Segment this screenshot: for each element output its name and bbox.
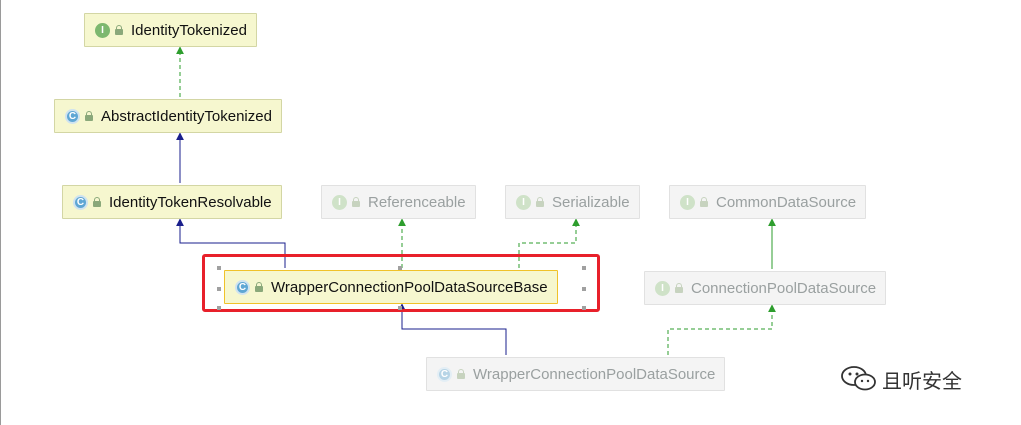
node-wrapper-connection-pool-data-source-base[interactable]: C WrapperConnectionPoolDataSourceBase	[224, 270, 558, 304]
lock-icon	[457, 369, 466, 379]
class-icon: C	[65, 108, 80, 124]
edge-wrapper-to-cpds	[667, 304, 776, 355]
node-label: CommonDataSource	[716, 193, 857, 211]
node-label: Serializable	[552, 193, 630, 211]
node-label: Referenceable	[368, 193, 466, 211]
resize-handle[interactable]	[217, 287, 221, 291]
node-label: ConnectionPoolDataSource	[691, 279, 877, 297]
node-connection-pool-data-source[interactable]: I ConnectionPoolDataSource	[644, 271, 887, 305]
node-abstract-identity-tokenized[interactable]: C AbstractIdentityTokenized	[54, 99, 282, 133]
lock-icon	[352, 197, 361, 207]
edge-wrapper-to-base	[398, 303, 507, 355]
interface-icon: I	[680, 194, 695, 210]
node-referenceable[interactable]: I Referenceable	[321, 185, 476, 219]
interface-icon: I	[95, 22, 110, 38]
resize-handle[interactable]	[582, 306, 586, 310]
edge-base-to-serializable	[518, 218, 580, 268]
node-identity-token-resolvable[interactable]: C IdentityTokenResolvable	[62, 185, 282, 219]
lock-icon	[115, 25, 124, 35]
resize-handle[interactable]	[582, 266, 586, 270]
lock-icon	[93, 197, 102, 207]
node-label: WrapperConnectionPoolDataSource	[473, 365, 716, 383]
node-label: IdentityTokenized	[131, 21, 247, 39]
wechat-icon	[841, 366, 876, 391]
selection-highlight-box	[202, 254, 600, 312]
class-icon: C	[235, 279, 250, 295]
resize-handle[interactable]	[217, 266, 221, 270]
lock-icon	[700, 197, 709, 207]
window-edge	[0, 0, 1, 425]
node-identity-tokenized[interactable]: I IdentityTokenized	[84, 13, 257, 47]
resize-handle[interactable]	[582, 287, 586, 291]
class-icon: C	[437, 366, 452, 382]
lock-icon	[536, 197, 545, 207]
watermark-text: 且听安全	[882, 370, 962, 393]
interface-icon: I	[655, 280, 670, 296]
lock-icon	[675, 283, 684, 293]
node-serializable[interactable]: I Serializable	[505, 185, 640, 219]
watermark: 且听安全	[840, 364, 962, 394]
lock-icon	[255, 282, 264, 292]
resize-handle[interactable]	[398, 266, 402, 270]
resize-handle[interactable]	[217, 306, 221, 310]
node-label: IdentityTokenResolvable	[109, 193, 272, 211]
interface-icon: I	[516, 194, 531, 210]
resize-handle[interactable]	[398, 306, 402, 310]
lock-icon	[85, 111, 94, 121]
node-wrapper-connection-pool-data-source[interactable]: C WrapperConnectionPoolDataSource	[426, 357, 726, 391]
class-icon: C	[73, 194, 88, 210]
interface-icon: I	[332, 194, 347, 210]
node-label: WrapperConnectionPoolDataSourceBase	[271, 278, 548, 296]
node-common-data-source[interactable]: I CommonDataSource	[669, 185, 867, 219]
node-label: AbstractIdentityTokenized	[101, 107, 272, 125]
